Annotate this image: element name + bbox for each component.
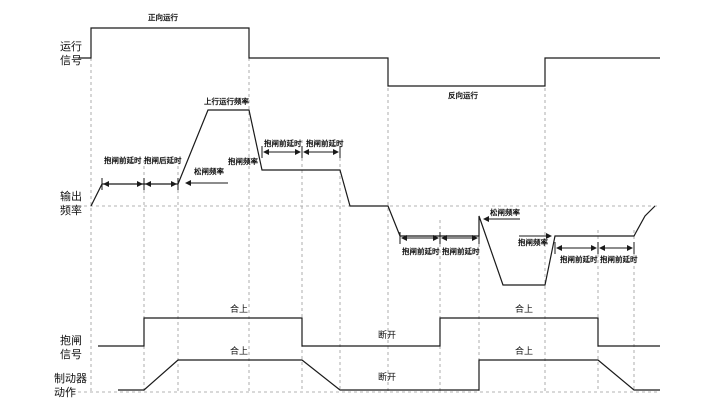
label-brake-action-line1: 制动器	[54, 372, 87, 385]
brake-action-closed-1: 合上	[230, 345, 248, 357]
brake-action-waveform	[118, 359, 660, 391]
label-run-line2: 信号	[60, 54, 82, 67]
label-brake-signal-line2: 信号	[60, 348, 82, 361]
run-signal-waveform	[78, 27, 660, 87]
brake-signal-closed-1: 合上	[230, 303, 248, 315]
delay-label-8: 抱闸前延时	[600, 254, 638, 264]
brake-signal-closed-2: 合上	[515, 303, 533, 315]
reverse-run-label: 反向运行	[448, 90, 478, 100]
delay-label-4: 抱闸前延时	[306, 138, 344, 148]
upper-run-freq-label: 上行运行频率	[204, 96, 249, 106]
delay-label-3: 抱闸前延时	[264, 138, 302, 148]
delay-arrows	[101, 146, 635, 254]
brake-freq-label-reverse: 抱闸频率	[518, 237, 548, 247]
delay-label-1: 抱闸前延时	[104, 155, 142, 165]
label-brake-action-line2: 动作	[54, 386, 76, 399]
brake-signal-waveform	[98, 317, 660, 347]
delay-label-2: 抱闸后延时	[144, 155, 182, 165]
forward-run-label: 正向运行	[148, 12, 178, 22]
delay-label-7: 抱闸前延时	[560, 254, 598, 264]
label-brake-signal-line1: 抱闸	[60, 333, 82, 347]
label-output-freq-line2: 频率	[60, 203, 82, 217]
delay-label-6: 抱闸前延时	[442, 246, 480, 256]
brake-action-closed-2: 合上	[515, 345, 533, 357]
delay-label-5: 抱闸前延时	[402, 246, 440, 256]
label-output-freq-line1: 输出	[60, 189, 82, 203]
time-guides	[90, 28, 635, 392]
signal-labels: 运行 信号 输出 频率 抱闸 信号 制动器 动作	[54, 40, 87, 399]
release-freq-label-reverse: 松闸频率	[490, 207, 520, 217]
output-frequency-waveform	[90, 109, 656, 286]
baselines	[60, 205, 660, 393]
release-freq-label-forward: 松闸频率	[194, 166, 224, 176]
brake-signal-open: 断开	[378, 329, 396, 341]
brake-action-open: 断开	[378, 371, 396, 383]
brake-freq-label-forward: 抱闸频率	[228, 156, 258, 166]
label-run-line1: 运行	[60, 40, 82, 53]
